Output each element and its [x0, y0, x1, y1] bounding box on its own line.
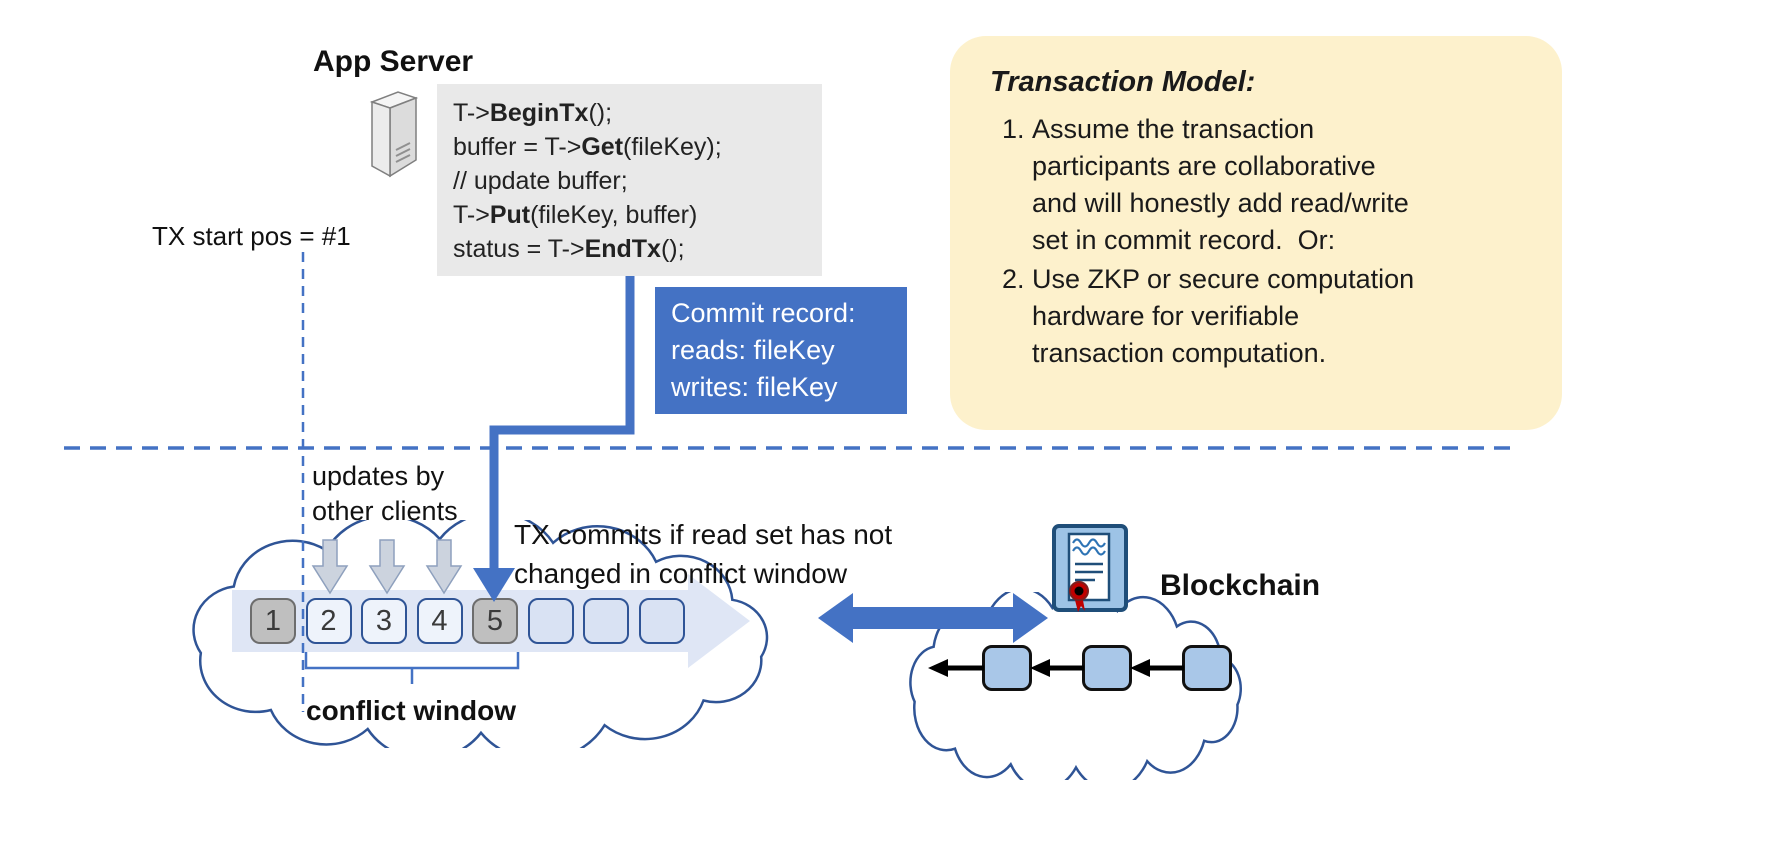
- commit-record-box: Commit record: reads: fileKey writes: fi…: [655, 287, 907, 414]
- note-item-2: Use ZKP or secure computation hardware f…: [1032, 261, 1526, 372]
- server-vent-3: [395, 154, 411, 163]
- note-title: Transaction Model:: [990, 66, 1256, 98]
- code-text-segment: T->: [453, 99, 490, 127]
- code-text-segment: (fileKey, buffer): [530, 201, 698, 229]
- updates-label: updates by other clients: [312, 461, 458, 526]
- server-vent-2: [395, 148, 411, 157]
- code-line-3: // update buffer;: [453, 164, 822, 198]
- ledger-block-3: 3: [361, 598, 407, 644]
- code-text-segment: // update buffer;: [453, 167, 628, 195]
- blockchain-block-2: [1082, 645, 1132, 691]
- tx-start-label: TX start pos = #1: [152, 221, 351, 251]
- code-text-segment: buffer = T->: [453, 133, 582, 161]
- blockchain-label: Blockchain: [1160, 569, 1321, 602]
- ledger-block-4: 4: [416, 598, 463, 644]
- note-list: Assume the transaction participants are …: [990, 111, 1526, 372]
- server-front-face: [371, 100, 391, 178]
- server-vent-1: [395, 142, 411, 151]
- seal-center: [1074, 586, 1084, 596]
- code-keyword: EndTx: [584, 235, 661, 263]
- ledger-block-8: [638, 598, 685, 644]
- code-line-4: T->Put(fileKey, buffer): [453, 198, 822, 232]
- scroll-wave-line-2: [1072, 546, 1106, 556]
- server-icon: [369, 91, 419, 178]
- transaction-model-note: Transaction Model: Assume the transactio…: [950, 36, 1562, 430]
- transaction-code-block: T->BeginTx(); buffer = T->Get(fileKey); …: [437, 84, 822, 276]
- tx-commits-label: TX commits if read set has not changed i…: [514, 519, 893, 589]
- code-text-segment: ();: [660, 235, 685, 263]
- code-text-segment: (fileKey);: [623, 133, 722, 161]
- note-item-1: Assume the transaction participants are …: [1032, 111, 1526, 259]
- code-keyword: Get: [581, 133, 624, 161]
- app-server-title: App Server: [313, 45, 474, 78]
- ledger-block-2: 2: [305, 598, 352, 644]
- server-side-face: [389, 96, 417, 178]
- code-text-segment: status = T->: [453, 235, 585, 263]
- blockchain-block-3: [1182, 645, 1232, 691]
- code-text-segment: T->: [453, 201, 490, 229]
- ledger-block-7: [583, 598, 629, 644]
- certificate-icon: [1052, 524, 1128, 612]
- ledger-block-1: 1: [250, 598, 296, 644]
- ledger-block-6: [527, 598, 574, 644]
- code-line-1: T->BeginTx();: [453, 96, 822, 130]
- code-keyword: Put: [489, 201, 531, 229]
- code-keyword: BeginTx: [489, 99, 589, 127]
- blockchain-blocks: [982, 645, 1232, 691]
- scroll-wave-line-1: [1072, 538, 1106, 548]
- conflict-window-label: conflict window: [306, 695, 516, 726]
- code-line-5: status = T->EndTx();: [453, 232, 822, 266]
- blockchain-block-1: [982, 645, 1032, 691]
- ledger-block-5: 5: [472, 598, 518, 644]
- code-line-2: buffer = T->Get(fileKey);: [453, 130, 822, 164]
- code-text-segment: ();: [588, 99, 613, 127]
